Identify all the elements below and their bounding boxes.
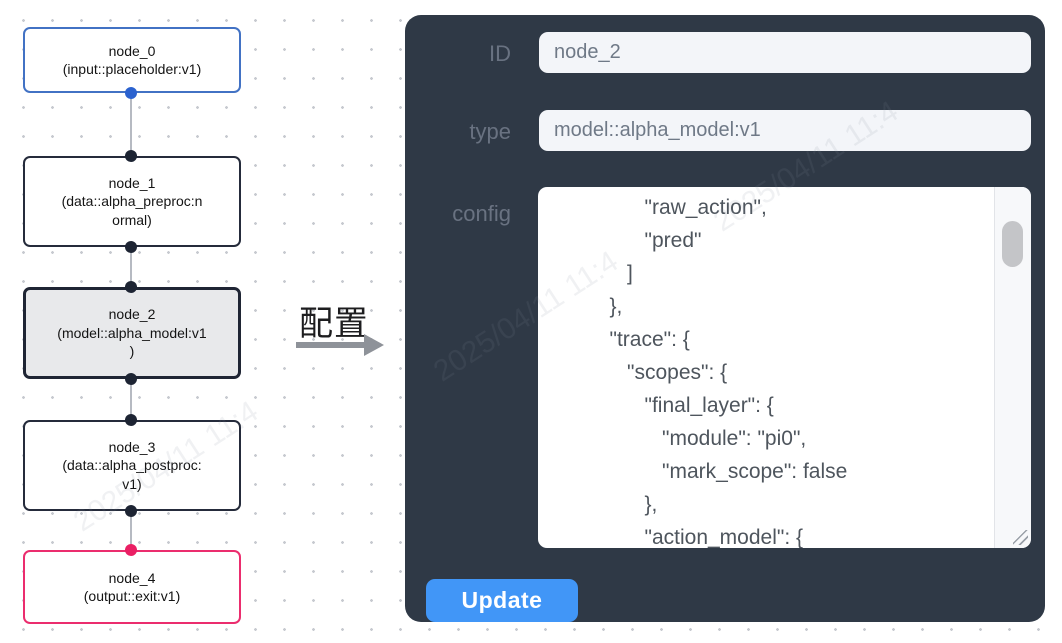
config-field-label: config [452,201,511,226]
edge-node3-node4 [130,511,132,550]
node-subtitle: (data::alpha_postproc: v1) [62,457,202,492]
node-0[interactable]: node_0 (input::placeholder:v1) [23,27,241,93]
node-subtitle: (model::alpha_model:v1 ) [57,324,207,360]
node-title: node_1 [108,174,156,191]
handle-node3-bottom[interactable] [125,505,137,517]
node-title: node_2 [108,306,156,323]
update-button[interactable]: Update [426,579,578,622]
edge-node0-node1 [130,93,132,156]
node-title: node_0 [108,42,156,59]
node-subtitle: (output::exit:v1) [83,588,181,604]
node-2-selected[interactable]: node_2 (model::alpha_model:v1 ) [23,287,241,379]
node-1[interactable]: node_1 (data::alpha_preproc:n ormal) [23,156,241,247]
node-3[interactable]: node_3 (data::alpha_postproc: v1) [23,420,241,511]
handle-node1-bottom[interactable] [125,241,137,253]
node-config-panel: ID type config "raw_action", "pred" ] },… [405,15,1045,622]
handle-node4-top[interactable] [125,544,137,556]
node-subtitle: (input::placeholder:v1) [62,61,202,77]
edge-node1-node2 [130,247,132,287]
id-input[interactable] [539,32,1031,73]
config-json-text[interactable]: "raw_action", "pred" ] }, "trace": { "sc… [609,196,848,548]
handle-node2-bottom[interactable] [125,373,137,385]
node-title: node_3 [108,438,156,455]
id-field-label: ID [489,41,511,66]
node-title: node_4 [108,569,156,586]
arrow-head-icon [364,334,384,356]
arrow-icon [296,342,366,348]
config-scrollbar-track[interactable] [994,187,1031,548]
config-scrollbar-thumb[interactable] [1002,221,1023,267]
resize-handle-icon[interactable] [1013,530,1028,545]
config-json-editor[interactable]: "raw_action", "pred" ] }, "trace": { "sc… [538,187,1031,548]
type-input[interactable] [539,110,1031,151]
edge-node2-node3 [130,379,132,420]
handle-node2-top[interactable] [125,281,137,293]
handle-node3-top[interactable] [125,414,137,426]
type-field-label: type [469,119,511,144]
handle-node0-bottom[interactable] [125,87,137,99]
handle-node1-top[interactable] [125,150,137,162]
node-4[interactable]: node_4 (output::exit:v1) [23,550,241,624]
node-subtitle: (data::alpha_preproc:n ormal) [61,193,203,228]
config-annotation-label: 配置 [299,305,369,343]
